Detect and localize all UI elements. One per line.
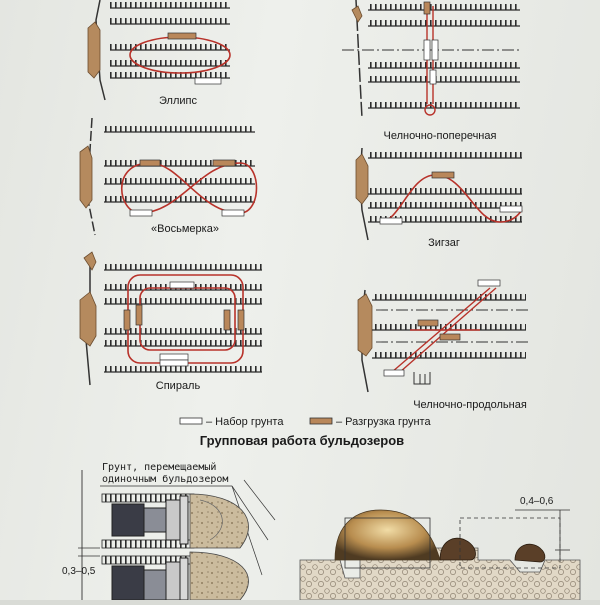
track-band [368, 102, 520, 108]
path-ellipse [129, 32, 231, 85]
group-work-section: 0,4–0,6 [299, 496, 581, 601]
embankment-shuttle-transverse [351, 0, 363, 119]
dim-height-label: 0,4–0,6 [520, 496, 554, 507]
embankment-spiral [79, 251, 97, 386]
path-shuttle-transverse [342, 1, 520, 116]
embankment-shuttle-longitudinal [357, 289, 373, 393]
track-band [368, 62, 520, 68]
soil-note-line1: Грунт, перемещаемый [102, 461, 216, 473]
legend: – Набор грунта – Разгрузка грунта [179, 416, 431, 428]
track-band [104, 264, 262, 270]
track-band [104, 366, 262, 372]
track-band [372, 294, 526, 300]
track-band [368, 152, 522, 158]
caption-ellipse: Эллипс [159, 95, 197, 107]
track-band [110, 2, 230, 8]
track-band [104, 196, 255, 202]
group-work-title: Групповая работа бульдозеров [200, 433, 404, 448]
group-work-plan: Грунт, перемещаемый одиночным бульдозеро… [62, 461, 276, 601]
track-band [104, 340, 262, 346]
track-band [110, 18, 230, 24]
embankment-figure-eight [79, 117, 96, 236]
track-band [104, 160, 255, 166]
track-band [368, 76, 520, 82]
track-band [368, 4, 520, 10]
track-band [104, 126, 255, 132]
track-band [110, 72, 230, 78]
embankment-ellipse [87, 0, 106, 101]
track-band [104, 178, 255, 184]
path-figure-eight [121, 159, 258, 217]
track-band [368, 216, 522, 222]
track-band [104, 298, 262, 304]
caption-shuttle-transverse: Челночно-поперечная [384, 130, 497, 142]
caption-figure-eight: «Восьмерка» [151, 223, 219, 235]
caption-zigzag: Зигзаг [428, 237, 460, 249]
legend-fill-swatch [179, 417, 203, 425]
embankment-zigzag [355, 147, 369, 241]
soil-note-line2: одиночным бульдозером [102, 473, 228, 485]
track-band [110, 60, 230, 66]
path-spiral [123, 274, 245, 367]
track-band [372, 352, 526, 358]
track-band [368, 20, 520, 26]
track-band [368, 188, 522, 194]
caption-spiral: Спираль [156, 380, 201, 392]
path-shuttle-longitudinal [376, 279, 530, 385]
legend-unload-swatch [309, 417, 333, 425]
legend-unload-label: – Разгрузка грунта [336, 416, 431, 428]
track-band [368, 202, 522, 208]
track-band [104, 328, 262, 334]
track-band [372, 324, 526, 330]
track-band [110, 44, 230, 50]
path-zigzag [379, 171, 523, 225]
legend-fill-label: – Набор грунта [206, 416, 284, 428]
caption-shuttle-longitudinal: Челночно-продольная [413, 399, 527, 411]
dim-gap-label: 0,3–0,5 [62, 566, 96, 577]
